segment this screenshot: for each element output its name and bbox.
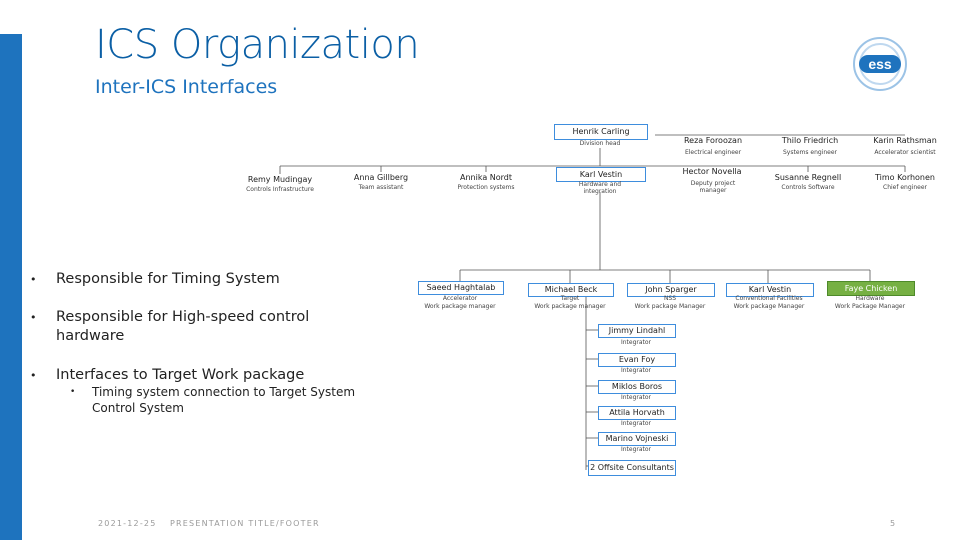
bullet-dot-2: • <box>30 311 37 324</box>
bullet-dot-1: • <box>30 273 37 286</box>
org-head-name: Henrik Carling <box>572 127 630 136</box>
org-wp-role-3a: NSS <box>663 295 677 302</box>
org-wp-role-5a: Hardware <box>855 295 885 302</box>
org-wp-box-5: Faye Chicken <box>827 281 915 296</box>
org-mid-name-1: Remy Mudingay <box>247 175 313 184</box>
org-int-box-5: Marino Vojneski <box>598 432 676 446</box>
slide-subtitle: Inter-ICS Interfaces <box>95 76 278 98</box>
org-mid-name-2: Anna Gillberg <box>353 173 409 182</box>
org-top-name-3: Karin Rathsman <box>873 136 937 145</box>
bullet-dot-3: • <box>30 369 37 382</box>
org-mid-box-1: Remy Mudingay <box>232 174 328 186</box>
org-wp-name-3: John Sparger <box>645 285 697 294</box>
org-mid-name-6: Susanne Regnell <box>774 173 842 182</box>
org-mid-role-5-text: Deputy project manager <box>690 180 736 194</box>
bullet-interfaces: • Interfaces to Target Work package <box>30 366 350 386</box>
org-mid-role-4-text: Hardware and integration <box>578 181 622 195</box>
org-top-name-2: Thilo Friedrich <box>781 136 839 145</box>
org-head-box: Henrik Carling <box>554 124 648 140</box>
org-mid-role-3: Protection systems <box>457 184 515 191</box>
footer-date: 2021-12-25 <box>98 519 157 528</box>
sub-bullet-text: Timing system connection to Target Syste… <box>92 385 356 415</box>
org-wp-role-1a: Accelerator <box>442 295 478 302</box>
org-wp-box-1: Saeed Haghtalab <box>418 281 504 295</box>
org-mid-box-2: Anna Gillberg <box>341 172 421 184</box>
org-mid-box-7: Timo Korhonen <box>860 172 950 184</box>
org-int-name-1: Jimmy Lindahl <box>608 326 666 335</box>
org-int-box-2: Evan Foy <box>598 353 676 367</box>
org-int-box-3: Miklos Boros <box>598 380 676 394</box>
org-top-box-3: Karin Rathsman <box>860 134 950 148</box>
org-mid-box-3: Annika Nordt <box>441 172 531 184</box>
org-mid-role-4: Hardware and integration <box>570 181 630 195</box>
org-top-role-3: Accelerator scientist <box>874 149 936 156</box>
org-mid-role-7: Chief engineer <box>883 184 927 191</box>
org-int-name-3: Miklos Boros <box>611 382 663 391</box>
org-mid-name-7: Timo Korhonen <box>874 173 935 182</box>
org-top-role-1: Electrical engineer <box>684 149 742 156</box>
org-mid-name-3: Annika Nordt <box>459 173 512 182</box>
org-top-name-1: Reza Foroozan <box>683 136 743 145</box>
ess-logo-text: ess <box>868 56 892 72</box>
org-wp-role-3b: Work package Manager <box>634 303 706 310</box>
org-int-role-5: Integrator <box>620 446 652 453</box>
org-int-box-4: Attila Horvath <box>598 406 676 420</box>
org-int-name-4: Attila Horvath <box>609 408 665 417</box>
org-wp-box-3: John Sparger <box>627 283 715 297</box>
org-int-name-2: Evan Foy <box>618 355 656 364</box>
org-top-role-2: Systems engineer <box>782 149 838 156</box>
org-int-name-5: Marino Vojneski <box>605 434 669 443</box>
org-wp-role-5b: Work Package Manager <box>834 303 906 310</box>
org-int-role-4: Integrator <box>620 420 652 427</box>
bullet-hardware: • Responsible for High-speed control har… <box>30 308 350 348</box>
bullet-text-2: Responsible for High-speed control hardw… <box>56 309 310 344</box>
org-int-name-6: 2 Offsite Consultants <box>590 463 674 472</box>
org-head-role: Division head <box>579 140 621 147</box>
org-mid-name-4: Karl Vestin <box>579 169 623 179</box>
org-mid-box-6: Susanne Regnell <box>760 172 856 184</box>
org-top-box-1: Reza Foroozan <box>663 134 763 148</box>
org-wp-role-4b: Work package Manager <box>733 303 805 310</box>
org-wp-role-4a: Conventional Facilities <box>735 295 803 302</box>
org-mid-role-2: Team assistant <box>358 184 404 191</box>
org-mid-box-4: Karl Vestin <box>556 167 646 182</box>
bullet-text-1: Responsible for Timing System <box>56 271 280 287</box>
footer-text: PRESENTATION TITLE/FOOTER <box>170 519 320 528</box>
org-wp-name-5: Faye Chicken <box>844 283 898 293</box>
org-wp-role-2b: Work package manager <box>534 303 606 310</box>
org-wp-box-4: Karl Vestin <box>726 283 814 297</box>
org-mid-box-5: Hector Novella <box>668 166 756 178</box>
sub-bullet-timing-connection: • Timing system connection to Target Sys… <box>70 384 360 418</box>
org-wp-role-2a: Target <box>560 295 580 302</box>
org-mid-role-1: Controls Infrastructure <box>246 186 314 193</box>
org-top-box-2: Thilo Friedrich <box>760 134 860 148</box>
org-wp-name-2: Michael Beck <box>544 285 598 294</box>
org-wp-role-1b: Work package manager <box>424 303 496 310</box>
org-wp-box-2: Michael Beck <box>528 283 614 297</box>
org-mid-role-6: Controls Software <box>781 184 835 191</box>
org-wp-name-4: Karl Vestin <box>748 285 792 294</box>
ess-logo-mark: ess <box>853 37 907 91</box>
bullet-timing: • Responsible for Timing System <box>30 270 350 290</box>
accent-bar <box>0 34 22 540</box>
sub-bullet-dot: • <box>70 387 76 397</box>
org-int-role-1: Integrator <box>620 339 652 346</box>
page-number: 5 <box>890 519 896 528</box>
ess-logo: ess <box>845 34 915 94</box>
bullet-text-3: Interfaces to Target Work package <box>56 367 305 383</box>
org-int-box-6: 2 Offsite Consultants <box>588 460 676 476</box>
org-int-role-2: Integrator <box>620 367 652 374</box>
slide-title: ICS Organization <box>95 22 420 68</box>
org-int-role-3: Integrator <box>620 394 652 401</box>
org-mid-role-5: Deputy project manager <box>685 180 741 194</box>
org-mid-name-5: Hector Novella <box>682 167 742 176</box>
org-wp-name-1: Saeed Haghtalab <box>426 283 496 292</box>
org-int-box-1: Jimmy Lindahl <box>598 324 676 338</box>
